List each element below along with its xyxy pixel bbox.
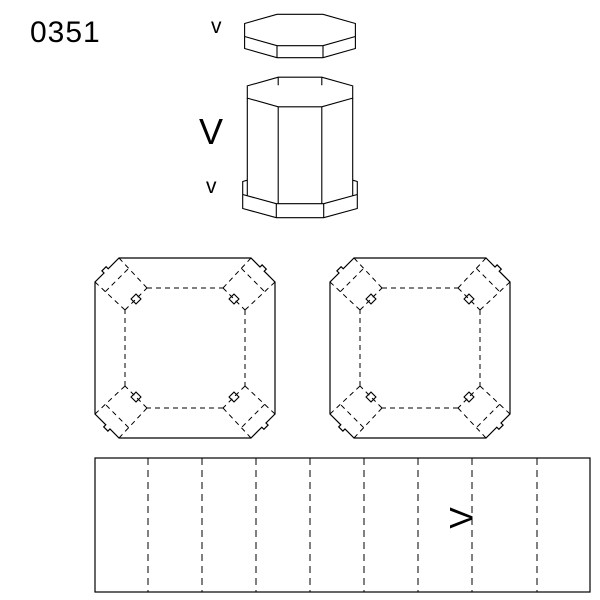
lid-orientation-mark: v [211,15,222,38]
design-code: 0351 [30,16,101,49]
body-3d-view [242,76,358,219]
strip-orientation-mark: V [443,507,480,529]
base-orientation-mark: v [206,175,217,198]
strip-blank [94,457,591,593]
end-panel-blank-right [329,257,511,439]
body-orientation-mark: V [199,111,224,152]
lid-3d-view [244,13,356,59]
end-panel-blank-left [94,257,276,439]
